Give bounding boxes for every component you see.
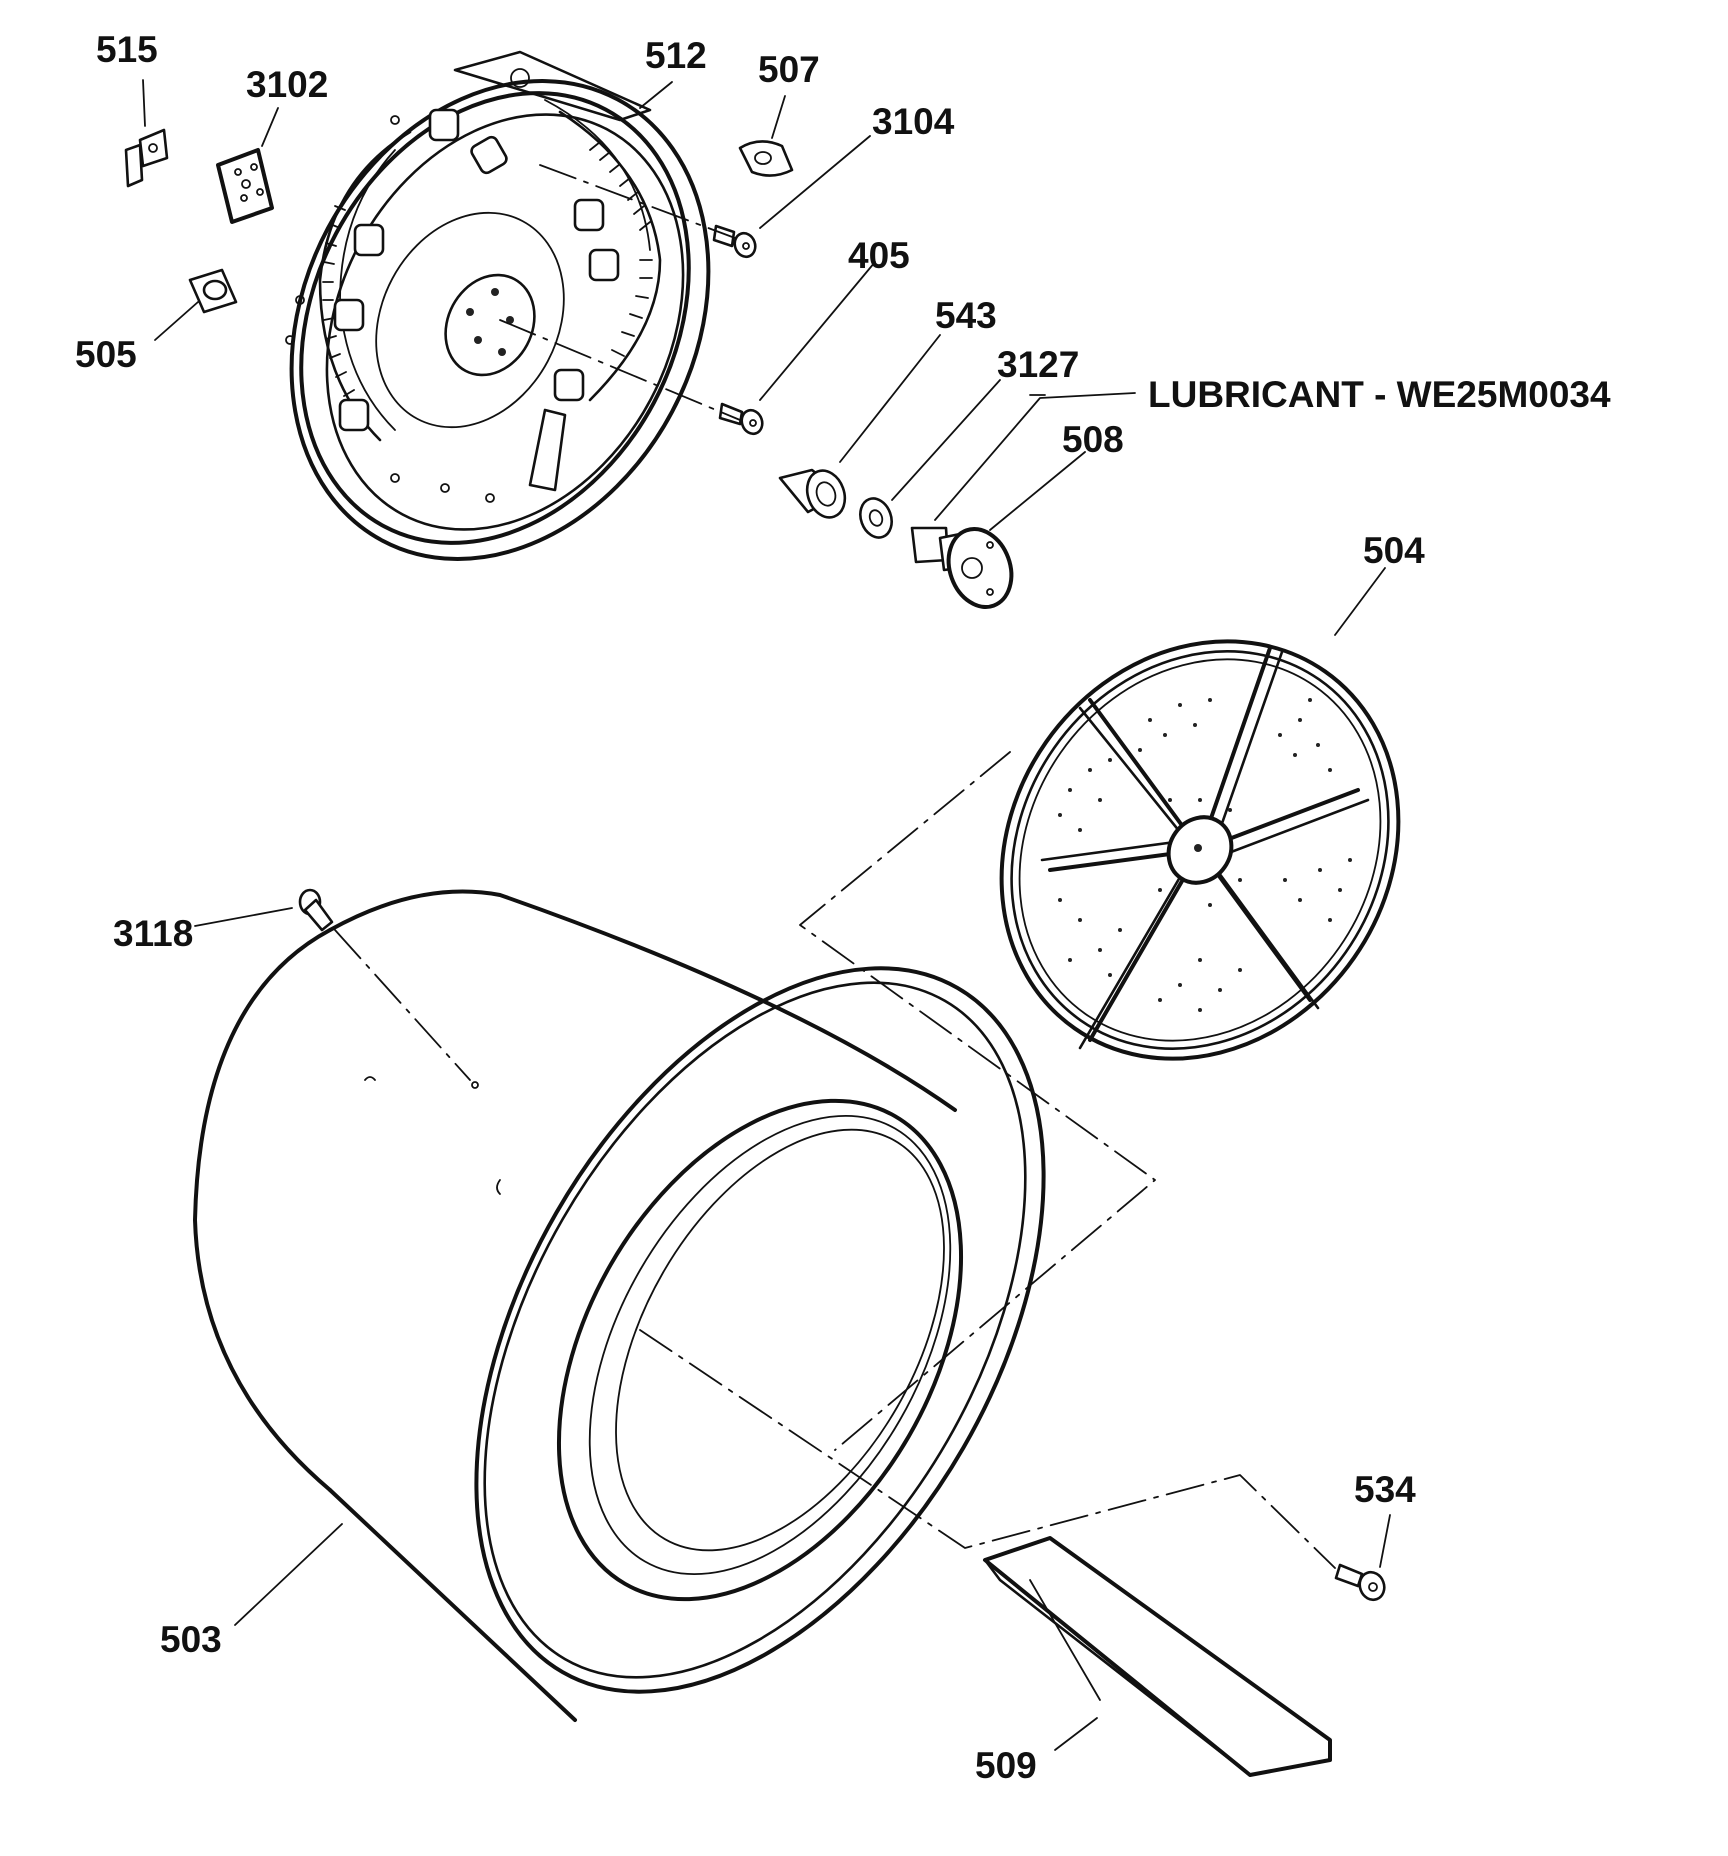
label-504: 504 — [1363, 530, 1425, 571]
leader-lines — [142, 79, 1391, 1751]
label-534: 534 — [1354, 1469, 1416, 1510]
shaft-508 — [910, 526, 1014, 609]
label-508: 508 — [1062, 419, 1124, 460]
label-515: 515 — [96, 29, 158, 70]
label-509: 509 — [975, 1745, 1037, 1786]
lubricant-note: LUBRICANT - WE25M0034 — [1148, 374, 1611, 415]
plate-3102 — [216, 148, 274, 224]
label-405: 405 — [848, 235, 910, 276]
baffle-509 — [983, 1536, 1332, 1777]
label-3118: 3118 — [113, 913, 193, 954]
bearing-543 — [778, 468, 847, 519]
part-labels: 515 3102 512 507 3104 505 405 543 3127 L… — [75, 29, 1611, 1786]
bushing-505 — [188, 268, 238, 314]
label-3127: 3127 — [997, 344, 1079, 385]
assembly-center-lines — [334, 164, 1336, 1569]
label-3102: 3102 — [246, 64, 328, 105]
drum-back-504 — [999, 639, 1401, 1061]
screw-534 — [1334, 1563, 1386, 1602]
label-3104: 3104 — [872, 101, 955, 142]
bushing-507 — [738, 140, 794, 177]
rear-bulkhead-512 — [285, 50, 711, 561]
washer-3127 — [859, 497, 893, 539]
label-507: 507 — [758, 49, 820, 90]
screw-3104 — [712, 224, 757, 259]
label-503: 503 — [160, 1619, 222, 1660]
screw-3118 — [298, 888, 334, 932]
clip-515 — [124, 128, 169, 188]
label-543: 543 — [935, 295, 997, 336]
label-505: 505 — [75, 334, 137, 375]
label-512: 512 — [645, 35, 707, 76]
drum-503 — [193, 889, 1046, 1722]
screw-405 — [718, 402, 764, 436]
